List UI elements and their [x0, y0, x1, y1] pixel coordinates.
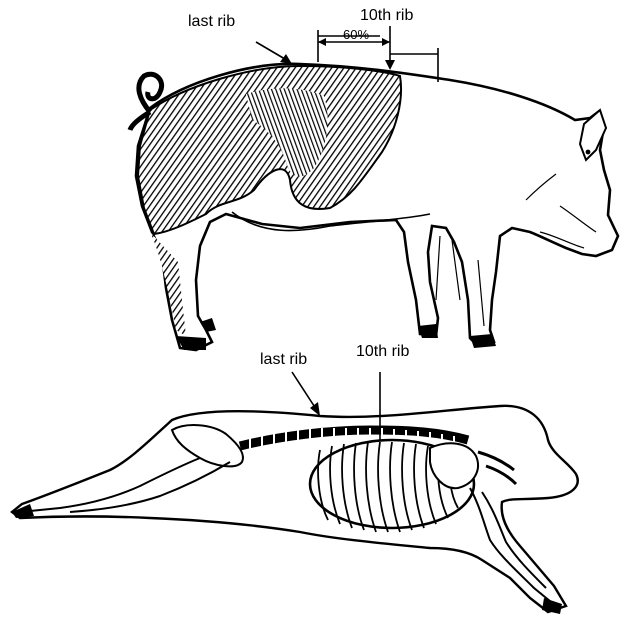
- top-tenth-rib-label: 10th rib: [360, 8, 413, 24]
- top-last-rib-label: last rib: [188, 14, 235, 30]
- tenth-rib-arrowhead-top: [385, 60, 395, 70]
- carcass-skeleton-illustration: [12, 372, 578, 614]
- pig-hoof-front-left: [418, 324, 438, 338]
- pig-eye: [586, 150, 591, 155]
- live-pig-illustration: [130, 26, 618, 350]
- bracket-left-arrow: [318, 38, 326, 46]
- bracket-mid-arrow: [382, 38, 390, 46]
- bottom-tenth-rib-label: 10th rib: [356, 344, 409, 360]
- top-percent-label: 60%: [343, 28, 369, 41]
- bottom-last-rib-label: last rib: [260, 352, 307, 368]
- pig-hoof-front-right: [470, 334, 496, 348]
- last-rib-arrowhead-bottom: [310, 402, 320, 416]
- last-rib-arrowhead-top: [280, 54, 292, 64]
- pig-ear: [580, 110, 606, 160]
